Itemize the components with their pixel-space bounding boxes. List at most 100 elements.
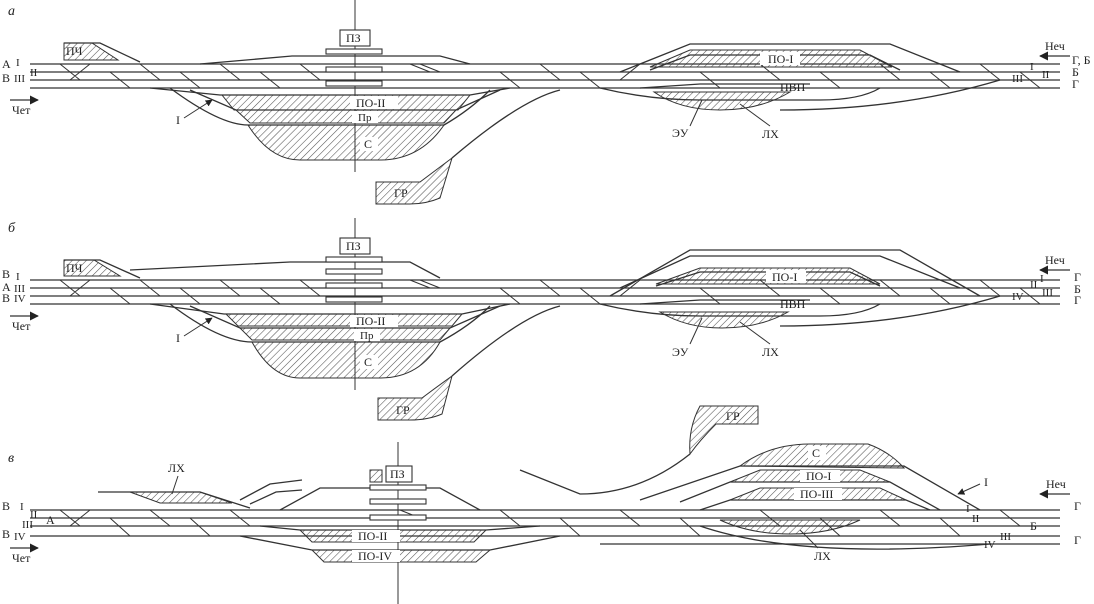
lh-park-b	[658, 311, 790, 329]
right-end-b-1: Г	[1074, 270, 1081, 284]
right-track-c-3: III	[1000, 531, 1011, 543]
left-track-c-2: II	[30, 509, 38, 521]
po1-label-c: ПО-I	[806, 469, 831, 483]
s-park-b	[251, 341, 441, 379]
gr-lead-a	[451, 89, 561, 159]
pz-building-a	[339, 29, 371, 47]
left-track-b-1: I	[16, 271, 20, 283]
right-end-b-3: Г	[1074, 293, 1081, 307]
pz-label-b: ПЗ	[346, 239, 361, 253]
eu-label-a: ЭУ	[672, 126, 689, 140]
s-loop-a	[169, 87, 491, 126]
eu-loop-a	[599, 87, 881, 101]
gr-lead-c	[519, 453, 691, 495]
left-end-a-2: В	[2, 71, 10, 85]
platform-c-3	[369, 514, 427, 521]
pr-loop-b	[189, 305, 501, 329]
one-label-c: I	[984, 475, 988, 489]
left-track-a-3: III	[14, 73, 25, 85]
chet-label-c: Чет	[12, 551, 31, 565]
platform-b-2	[325, 268, 383, 275]
nech-label-c: Неч	[1046, 477, 1066, 491]
left-track-a-1: I	[16, 57, 20, 69]
upper-stubs-c	[239, 479, 303, 505]
pvp-track-b	[639, 299, 810, 305]
pch-label-a: ПЧ	[66, 44, 83, 58]
right-end-b-2: Б	[1074, 282, 1081, 296]
po4-label-c: ПО-IV	[358, 549, 392, 563]
crossovers-c	[59, 509, 1021, 537]
one-label-b: I	[176, 331, 180, 345]
pr-loop-a	[189, 89, 501, 111]
pch-label-b: ПЧ	[66, 261, 83, 275]
panel-b: б ПЗ ПЧ ПО-I ПО-II	[2, 218, 1081, 421]
right-end-a-3: Г	[1072, 77, 1079, 91]
right-track-a-2: II	[1042, 69, 1050, 81]
po3-lead-c	[699, 499, 931, 511]
gr-lead-b	[451, 305, 561, 377]
right-end-c-2: Г	[1074, 533, 1081, 547]
lh-label-a: ЛХ	[762, 127, 779, 141]
pz-label-c: ПЗ	[390, 467, 405, 481]
panel-c: в ПЗ ЛХ С ПО-I	[2, 405, 1081, 604]
pz-building-c	[385, 465, 413, 483]
left-track-c-1: I	[20, 501, 24, 513]
right-track-b-2: II	[1030, 279, 1038, 291]
eu-label-b: ЭУ	[672, 345, 689, 359]
po4-loop-c	[239, 535, 561, 551]
gr-label-a: ГР	[394, 186, 408, 200]
pz-label-a: ПЗ	[346, 31, 361, 45]
crossovers-a	[59, 63, 1041, 89]
platform-a-3	[325, 80, 383, 87]
left-end-b-2: А	[2, 280, 11, 294]
lh-left-label-c: ЛХ	[168, 461, 185, 475]
po1-label-b: ПО-I	[772, 270, 797, 284]
left-end-c-2: В	[2, 527, 10, 541]
pvp-label-a: ПВП	[780, 80, 806, 94]
platform-a-2	[325, 66, 383, 73]
po2-park	[220, 94, 472, 111]
po2-park-b	[224, 313, 464, 327]
gr-park-b	[377, 374, 453, 421]
s-label-b: С	[364, 355, 372, 369]
po4-park-c	[310, 549, 492, 563]
pch-siding-b	[64, 259, 141, 279]
pvp-track-a	[639, 83, 810, 89]
s-label-c: С	[812, 446, 820, 460]
panel-b-tag: б	[8, 221, 16, 236]
small-building-c	[369, 469, 383, 483]
right-track-b-4: IV	[1012, 291, 1024, 303]
gr-label-c: ГР	[726, 409, 740, 423]
platform-b-3	[325, 282, 383, 289]
pz-track-a	[199, 55, 471, 65]
right-end-c-1: Г	[1074, 499, 1081, 513]
right-track-b-3: III	[1042, 287, 1053, 299]
platform-b-4	[325, 296, 383, 303]
po3-label-c: ПО-III	[800, 487, 833, 501]
right-track-b-1: I	[1040, 273, 1044, 285]
pr-label-b: Пр	[360, 330, 374, 342]
left-track-c-4: IV	[14, 531, 26, 543]
chet-label-a: Чет	[12, 103, 31, 117]
right-track-a-1: I	[1030, 61, 1034, 73]
crossovers-b	[59, 279, 1041, 305]
a-label-c: А	[46, 513, 55, 527]
pch-siding-a	[64, 42, 141, 63]
left-track-b-2: III	[14, 283, 25, 295]
lh-right-label-c: ЛХ	[814, 549, 831, 563]
left-track-c-3: III	[22, 519, 33, 531]
pz-track-b	[129, 261, 441, 279]
right-loop-b	[779, 295, 1001, 327]
pr-park-b	[238, 327, 452, 341]
nech-label-b: Неч	[1045, 253, 1065, 267]
right-track-a-3: III	[1012, 73, 1023, 85]
right-end-a-2: Б	[1072, 65, 1079, 79]
platform-a-1	[325, 48, 383, 55]
lh-park-a	[652, 91, 792, 111]
panel-a-tag: а	[8, 4, 15, 19]
nech-label-a: Неч	[1045, 39, 1065, 53]
po2-label-c: ПО-II	[358, 529, 387, 543]
platform-b-1	[325, 256, 383, 263]
platform-c-2	[369, 498, 427, 505]
